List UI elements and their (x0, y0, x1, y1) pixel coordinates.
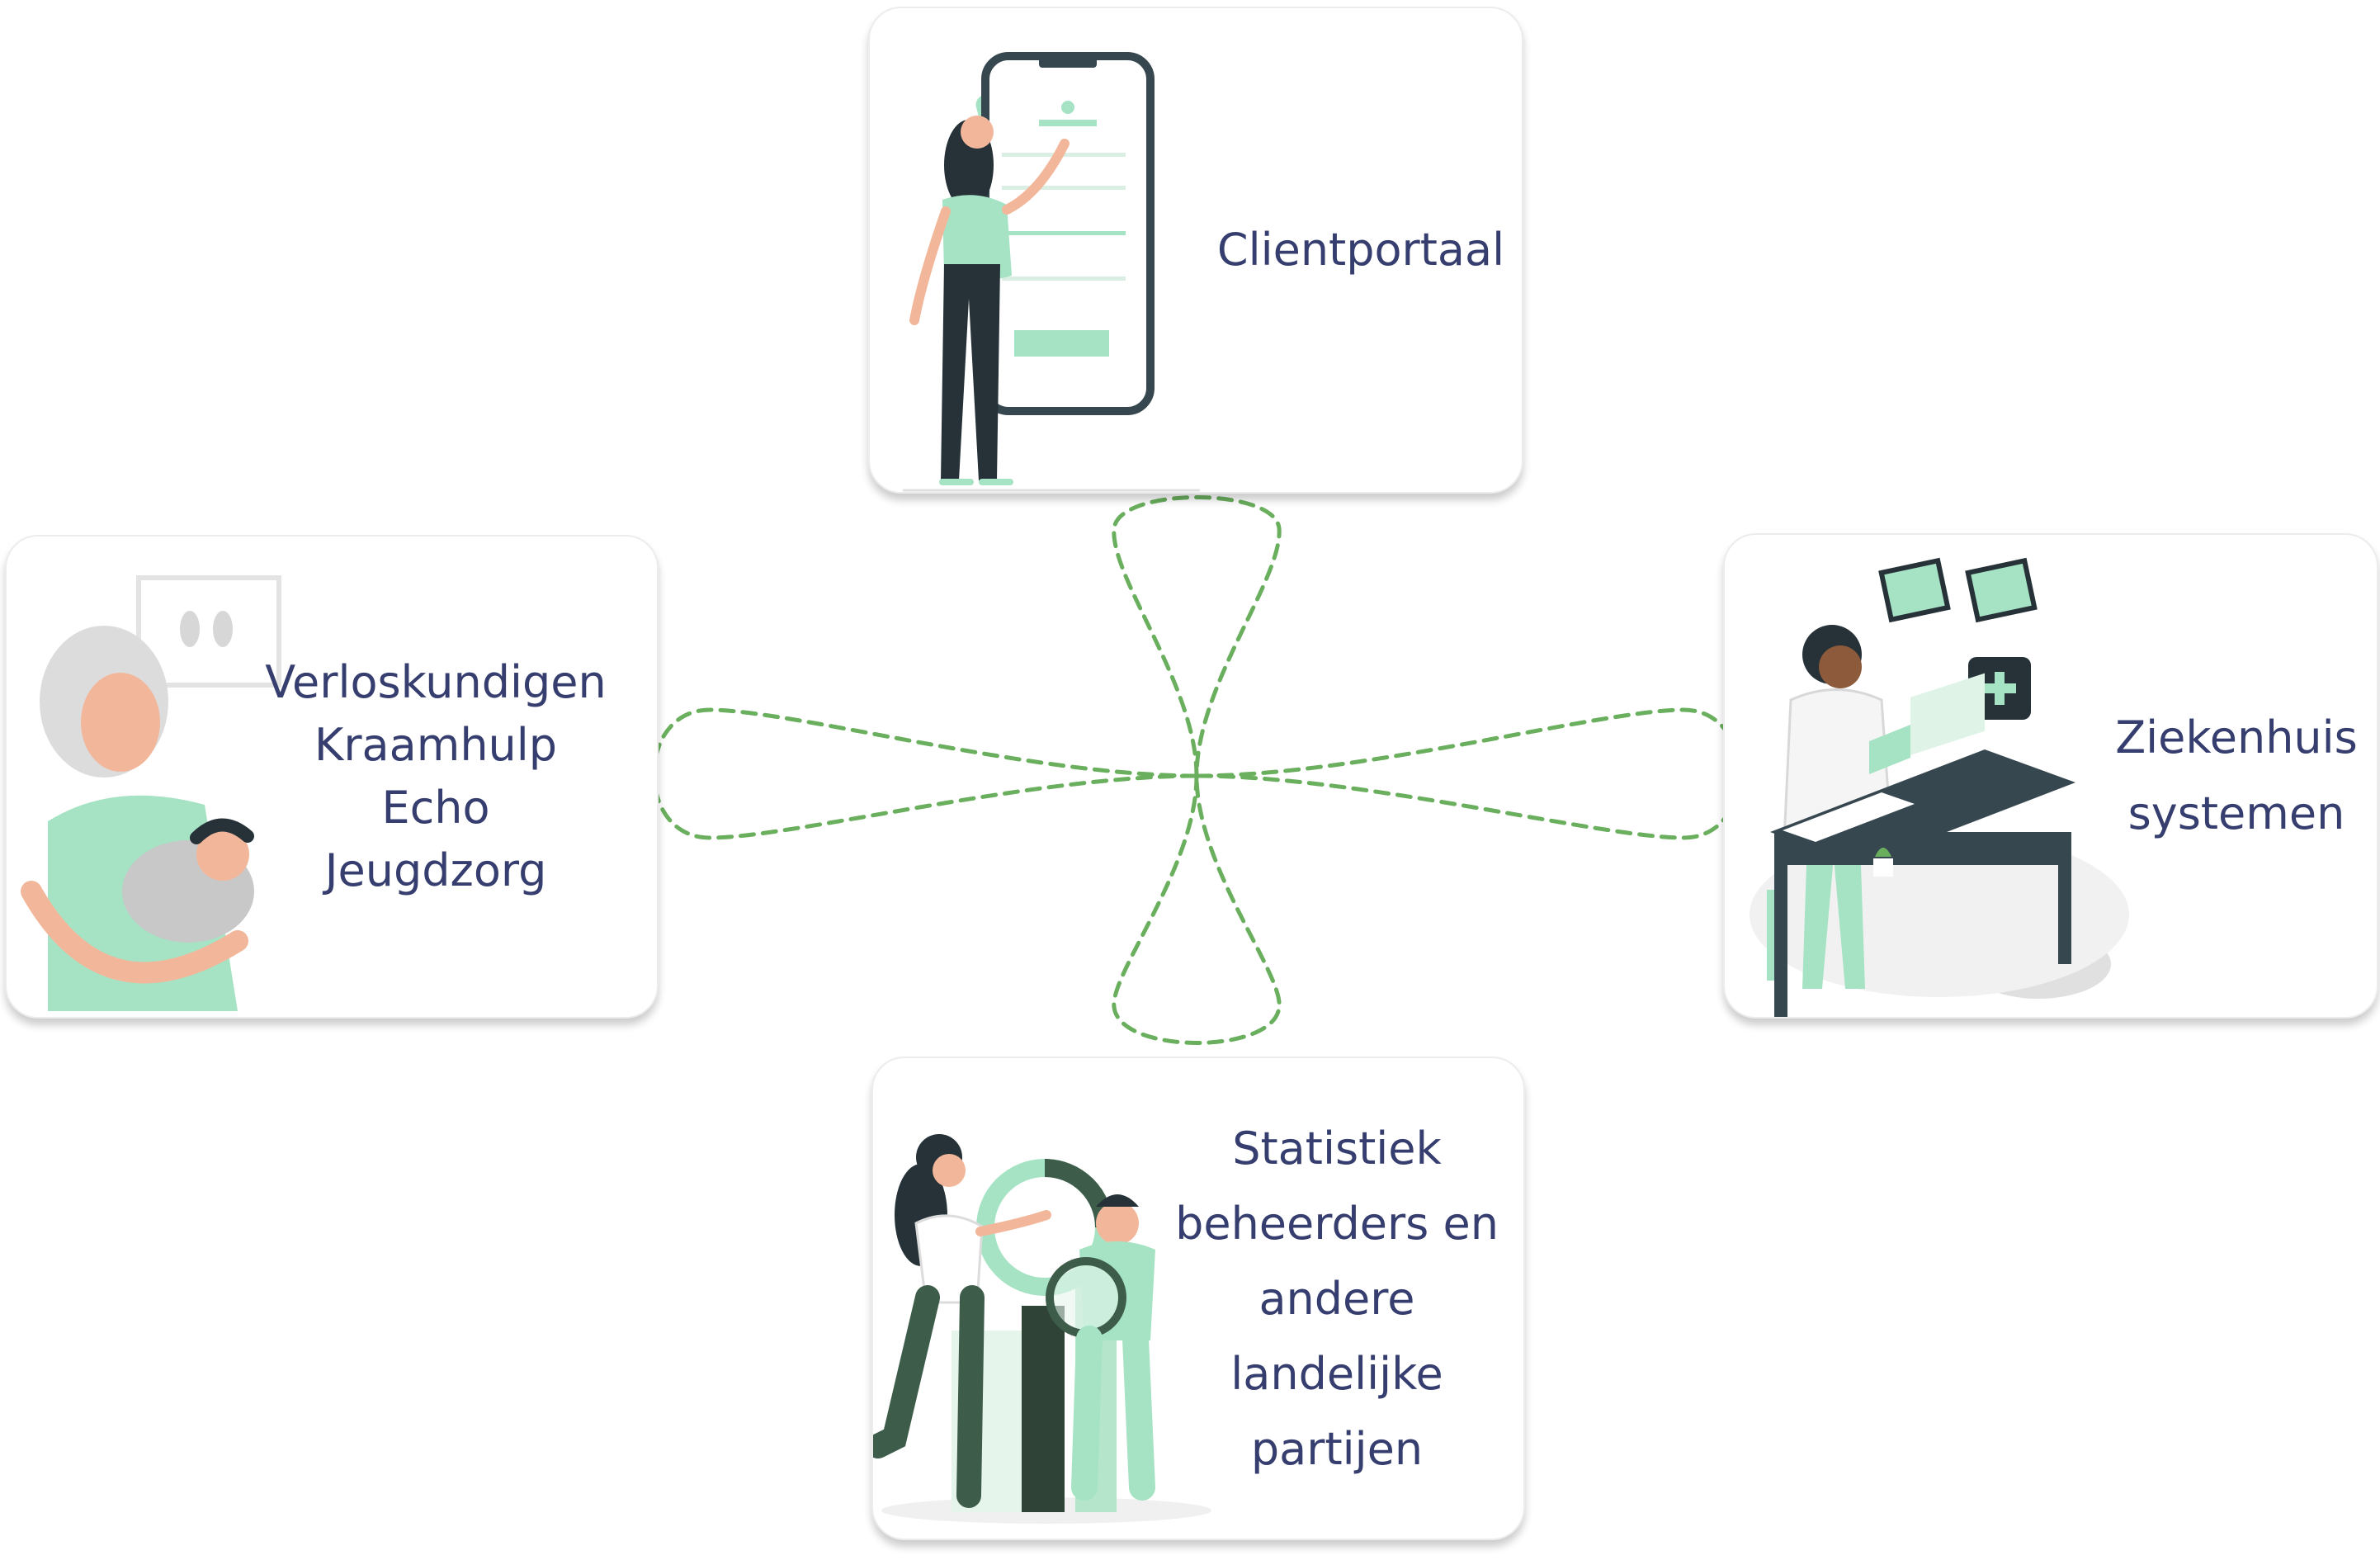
card-label-line: Jeugdzorg (325, 839, 547, 902)
connector-petal-right (1197, 710, 1740, 838)
card-label-line: Verloskundigen (265, 651, 606, 714)
connector-petal-left (654, 710, 1197, 838)
card-label-line: Clientportaal (1217, 221, 1504, 279)
connector-petal-bottom (1114, 776, 1279, 1043)
card-label-statistiek: Statistiek beheerders en andere landelij… (1164, 1058, 1510, 1539)
card-label-line: Ziekenhuis (2115, 700, 2358, 776)
card-label-line: Statistiek (1232, 1111, 1442, 1186)
card-clientportaal: Clientportaal (868, 7, 1523, 494)
card-label-line: Echo (381, 777, 489, 839)
doctor-at-desk-illustration (1725, 535, 2137, 1017)
connector-petal-top (1114, 498, 1279, 777)
card-verloskundigen: Verloskundigen Kraamhulp Echo Jeugdzorg (5, 535, 659, 1019)
card-ziekenhuis: Ziekenhuis systemen (1723, 533, 2378, 1019)
card-label-line: andere (1258, 1261, 1414, 1336)
card-statistiek: Statistiek beheerders en andere landelij… (871, 1057, 1525, 1540)
card-label-line: systemen (2128, 776, 2345, 852)
card-label-clientportaal: Clientportaal (1200, 8, 1522, 492)
card-label-verloskundigen: Verloskundigen Kraamhulp Echo Jeugdzorg (254, 537, 617, 1017)
card-label-line: beheerders en (1175, 1186, 1499, 1261)
card-label-line: landelijke (1230, 1336, 1443, 1411)
card-label-ziekenhuis: Ziekenhuis systemen (2113, 535, 2360, 1017)
card-label-line: partijen (1251, 1411, 1423, 1487)
phone-login-woman-illustration (870, 8, 1225, 492)
card-label-line: Kraamhulp (314, 714, 557, 777)
